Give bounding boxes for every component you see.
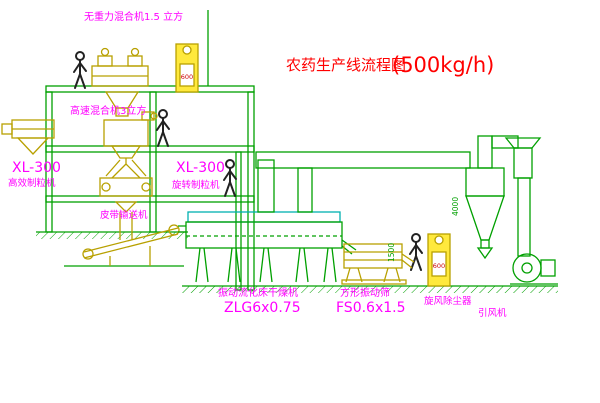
high-speed-mixer bbox=[103, 111, 158, 179]
bucket-elevator-top bbox=[175, 43, 199, 93]
fluid-bed-dryer bbox=[178, 211, 357, 283]
label-draft-fan: 引风机 bbox=[478, 307, 507, 319]
dim-elevator-right: 600 bbox=[433, 262, 445, 270]
stack-and-fan bbox=[504, 137, 558, 285]
label-granulator-left-model: XL-300 bbox=[12, 160, 61, 176]
dim-sieve-height: 1500 bbox=[387, 243, 396, 262]
label-sieve: 方形振动筛 bbox=[340, 286, 390, 299]
exhaust-ducting bbox=[255, 151, 471, 213]
diagram-title: 农药生产线流程图 bbox=[286, 56, 406, 74]
belt-conveyor bbox=[82, 224, 180, 266]
label-sieve-model: FS0.6x1.5 bbox=[336, 300, 406, 316]
worker-icon bbox=[73, 51, 87, 89]
label-granulator-left-name: 高效制粒机 bbox=[8, 177, 56, 189]
diagram-title-capacity: (500kg/h) bbox=[392, 53, 494, 77]
label-granulator-mid-name: 旋转制粒机 bbox=[172, 179, 220, 191]
worker-icon bbox=[409, 233, 423, 271]
label-dryer: 振动流化床干燥机 bbox=[218, 286, 298, 299]
efficient-granulator bbox=[1, 119, 55, 155]
label-granulator-mid-model: XL-300 bbox=[176, 160, 225, 176]
label-high-speed-mixer: 高速混合机3立方 bbox=[70, 104, 146, 117]
worker-icon bbox=[223, 159, 237, 197]
vibrating-sieve bbox=[341, 243, 415, 285]
swing-granulator bbox=[99, 177, 153, 240]
cyclone-separator bbox=[465, 135, 519, 260]
worker-icon bbox=[156, 109, 170, 147]
label-belt-conveyor: 皮带输送机 bbox=[100, 209, 148, 221]
bucket-elevator-right bbox=[427, 233, 451, 287]
label-dryer-model: ZLG6x0.75 bbox=[224, 300, 301, 316]
label-cyclone: 旋风除尘器 bbox=[424, 295, 472, 307]
label-gravity-mixer: 无重力混合机1.5 立方 bbox=[84, 10, 183, 23]
gravity-mixer bbox=[91, 47, 149, 117]
dim-elevator-top: 600 bbox=[181, 73, 193, 81]
dim-cyclone-height: 4000 bbox=[451, 197, 460, 216]
diagram-labels: 农药生产线流程图 (500kg/h) 无重力混合机1.5 立方 高速混合机3立方… bbox=[8, 10, 507, 319]
